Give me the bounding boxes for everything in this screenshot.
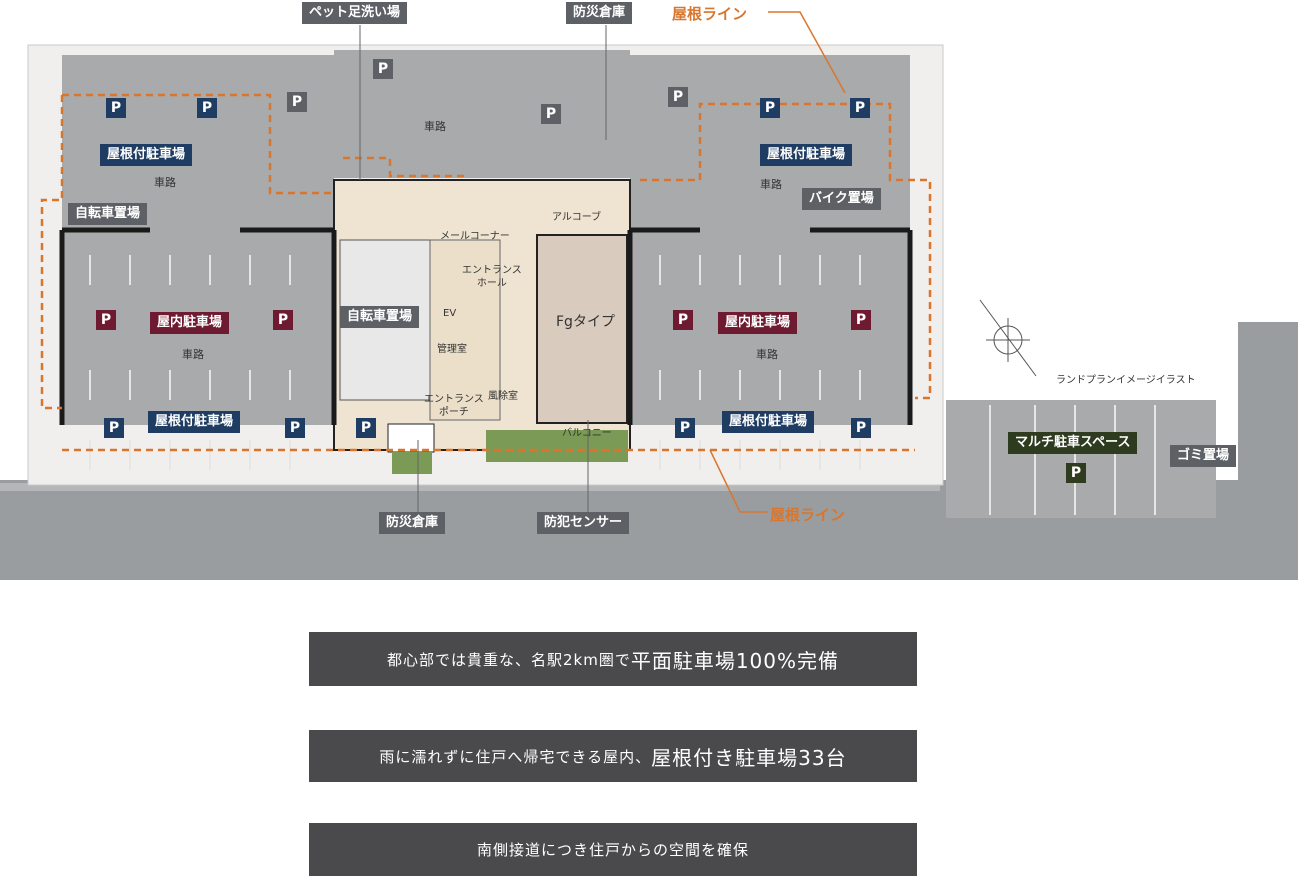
parking-mark: P — [106, 98, 126, 118]
banner-2-prefix: 雨に濡れずに住戸へ帰宅できる屋内、 — [379, 747, 652, 766]
parking-mark: P — [851, 310, 871, 330]
windbreak-room-text: 風除室 — [488, 391, 518, 402]
indoor-parking-label-east: 屋内駐車場 — [718, 312, 798, 334]
landplan-note: ランドプランイメージイラスト — [1056, 375, 1196, 386]
disaster-storage-label-bottom: 防災倉庫 — [379, 512, 446, 534]
entrance-hall-text: エントランス ホール — [462, 265, 522, 289]
parking-mark: P — [197, 98, 217, 118]
site-plan-drawing — [0, 11, 1298, 580]
banner-3-prefix: 南側接道につき住戸からの空間を確保 — [476, 841, 749, 859]
bike-parking-label: バイク置場 — [802, 188, 881, 210]
roof-line-label-bottom: 屋根ライン — [770, 506, 846, 524]
road-text-nw: 車路 — [154, 176, 176, 189]
multi-parking-label: マルチ駐車スペース — [1008, 432, 1138, 454]
unit-type-text: Fgタイプ — [556, 314, 615, 330]
mail-corner-text: メールコーナー — [440, 231, 510, 242]
pet-wash-label: ペット足洗い場 — [302, 2, 408, 24]
road-text-top: 車路 — [424, 120, 446, 133]
banner-1-emphasis: 平面駐車場100%完備 — [630, 648, 840, 673]
road-text-east: 車路 — [756, 348, 778, 361]
parking-mark: P — [850, 98, 870, 118]
garbage-label: ゴミ置場 — [1170, 445, 1237, 467]
banner-1-prefix: 都心部では貴重な、名駅2km圏で — [386, 650, 631, 669]
site-plan: ペット足洗い場 防災倉庫 屋根ライン 屋根付駐車場 屋根付駐車場 自転車置場 バ… — [0, 2, 1298, 580]
parking-mark: P — [673, 310, 693, 330]
balcony-text: バルコニー — [562, 428, 612, 439]
parking-mark: P — [668, 87, 688, 107]
road-text-ne: 車路 — [760, 178, 782, 191]
covered-parking-label-sw: 屋根付駐車場 — [148, 411, 241, 433]
indoor-parking-label-west: 屋内駐車場 — [150, 312, 230, 334]
parking-mark: P — [541, 104, 561, 124]
parking-mark: P — [285, 418, 305, 438]
feature-banner-1: 都心部では貴重な、名駅2km圏で平面駐車場100%完備 — [309, 632, 917, 686]
roof-line-label-top: 屋根ライン — [672, 5, 748, 23]
parking-mark: P — [1066, 463, 1086, 483]
security-sensor-label: 防犯センサー — [537, 512, 630, 534]
alcove-text: アルコーブ — [552, 212, 602, 223]
bicycle-parking-label-center: 自転車置場 — [340, 306, 420, 328]
parking-mark: P — [373, 59, 393, 79]
management-room-text: 管理室 — [437, 344, 467, 355]
bicycle-parking-label-west: 自転車置場 — [68, 203, 148, 225]
banner-2-emphasis: 屋根付き駐車場33台 — [651, 745, 847, 770]
covered-parking-label-se: 屋根付駐車場 — [722, 411, 815, 433]
parking-mark: P — [760, 98, 780, 118]
road-text-west: 車路 — [182, 348, 204, 361]
parking-mark: P — [851, 418, 871, 438]
parking-mark: P — [273, 310, 293, 330]
disaster-storage-label-top: 防災倉庫 — [566, 2, 633, 24]
covered-parking-label-nw: 屋根付駐車場 — [100, 144, 193, 166]
parking-mark: P — [104, 418, 124, 438]
covered-parking-label-ne: 屋根付駐車場 — [760, 144, 853, 166]
parking-mark: P — [356, 418, 376, 438]
entrance-porch-text: エントランス ポーチ — [424, 394, 484, 418]
ev-text: EV — [443, 308, 457, 319]
parking-mark: P — [675, 418, 695, 438]
feature-banner-3: 南側接道につき住戸からの空間を確保 — [309, 823, 917, 876]
feature-banner-2: 雨に濡れずに住戸へ帰宅できる屋内、屋根付き駐車場33台 — [309, 730, 917, 782]
parking-mark: P — [96, 310, 116, 330]
parking-mark: P — [287, 92, 307, 112]
